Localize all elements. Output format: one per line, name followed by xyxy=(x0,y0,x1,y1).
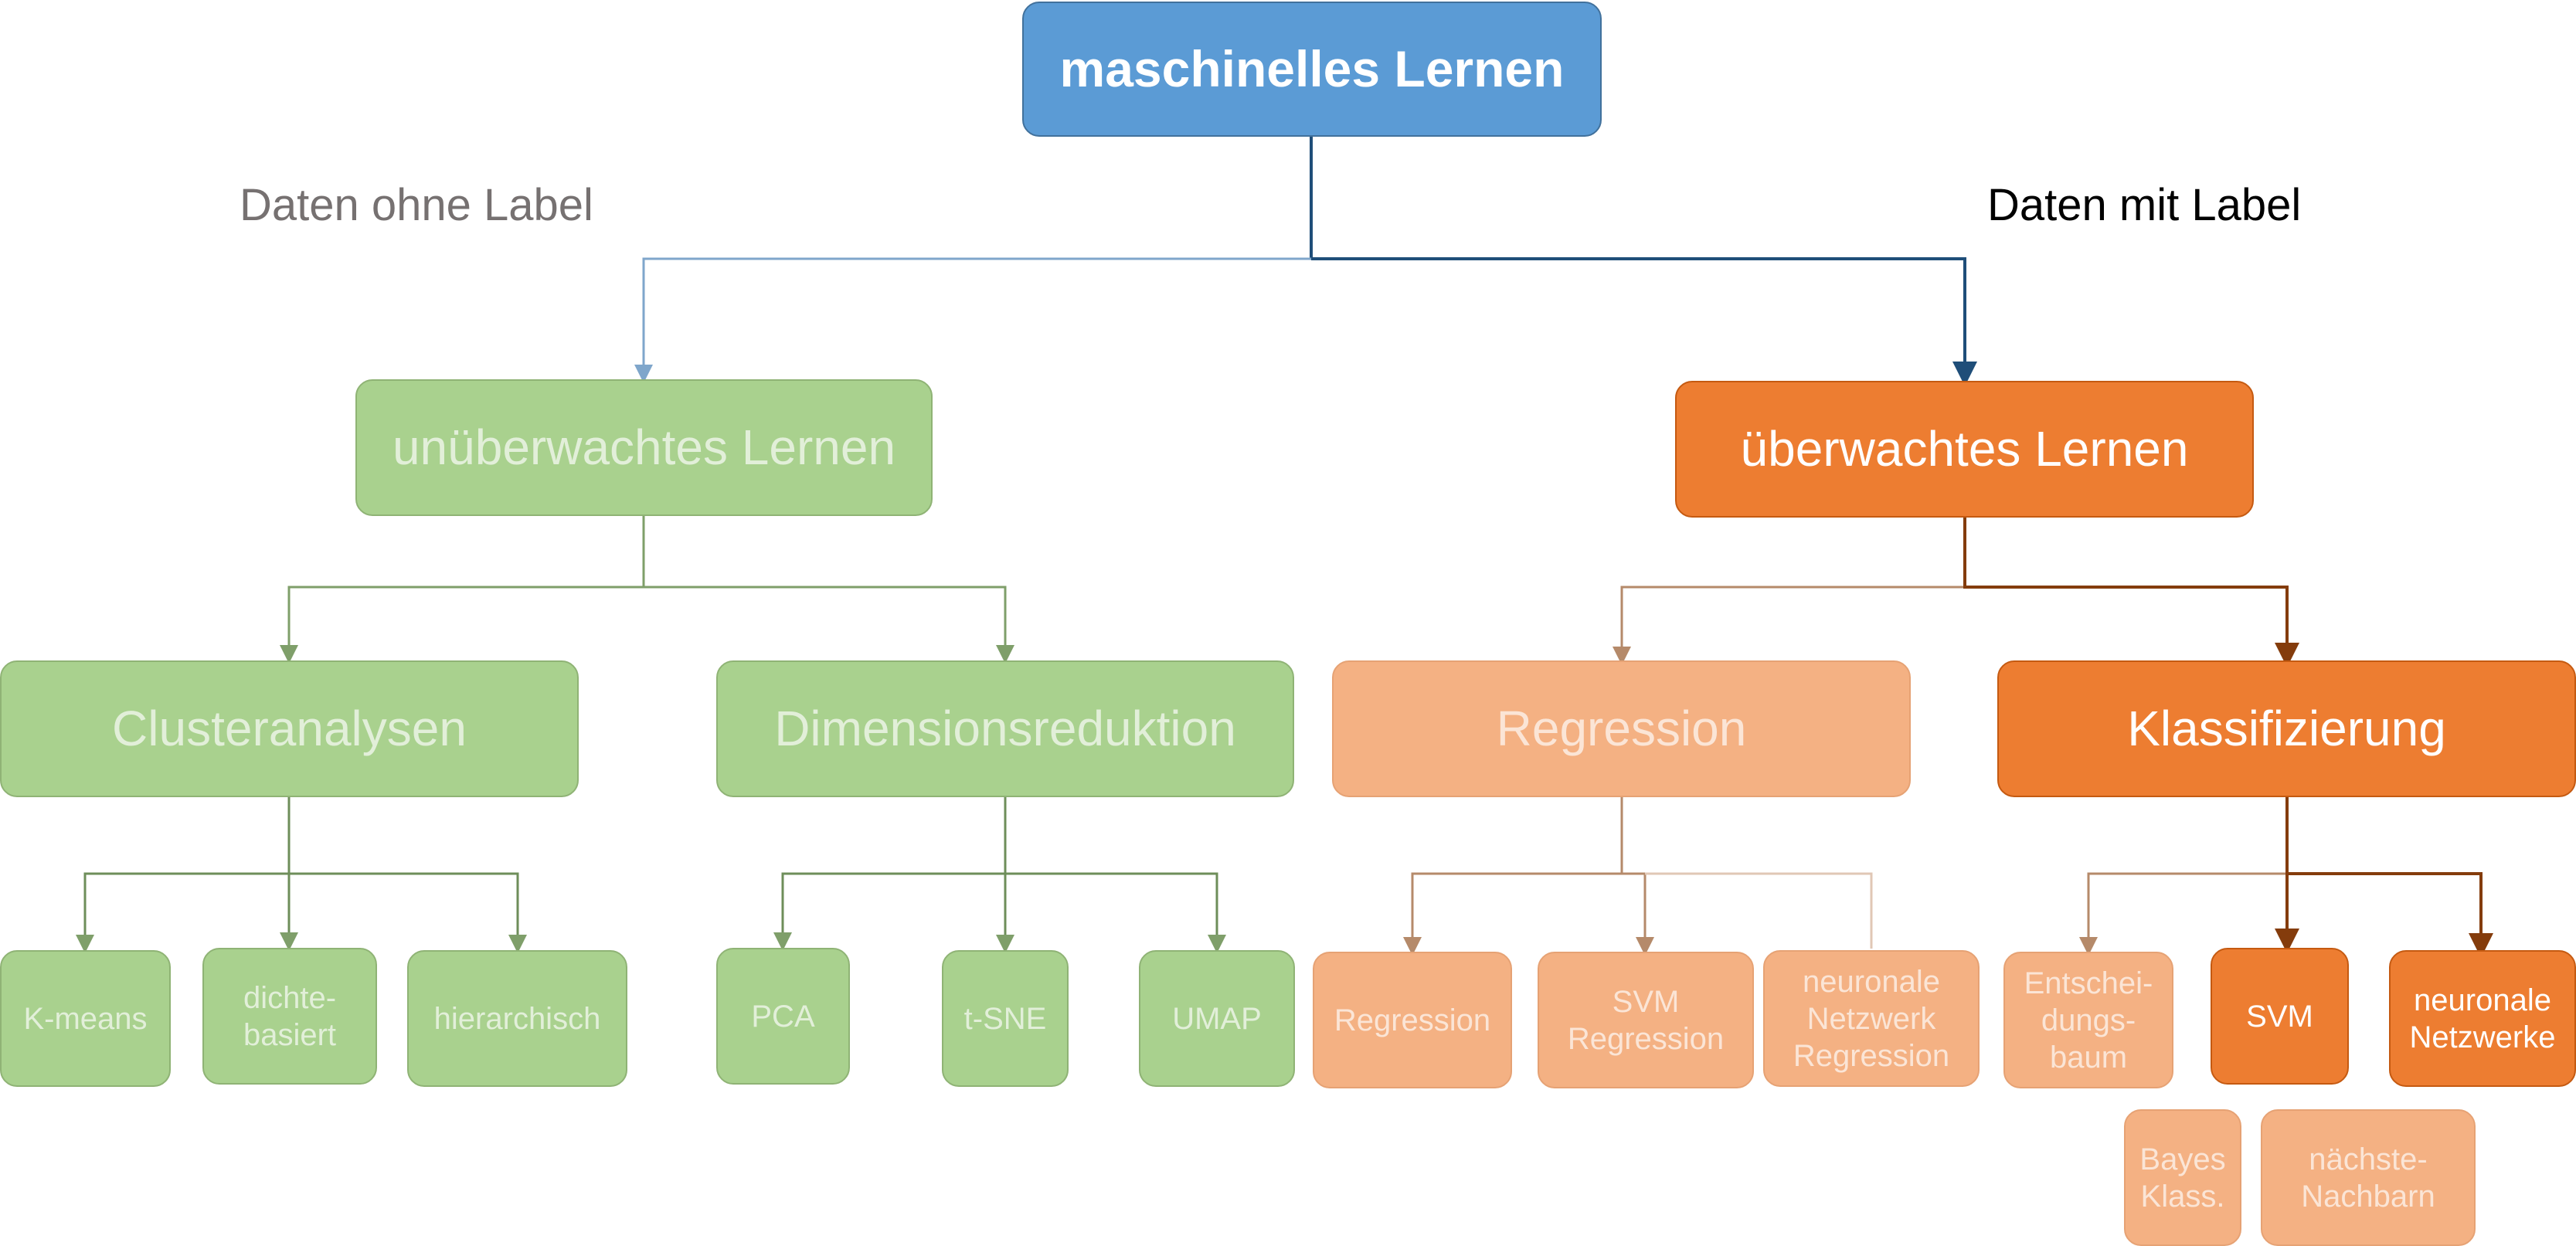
edge-dimred-umap xyxy=(1005,872,1226,953)
leaf-hierarchical[interactable]: hierarchisch xyxy=(407,950,627,1087)
leaf-nn-regression-label: neuronale Netzwerk Regression xyxy=(1793,964,1950,1073)
edge-label-unlabeled: Daten ohne Label xyxy=(240,180,593,230)
leaf-kmeans-label: K-means xyxy=(23,1001,148,1036)
edge-regression-nn xyxy=(1645,872,1873,949)
leaf-regression-label: Regression xyxy=(1334,1003,1491,1037)
leaf-svm-regression-label: SVM Regression xyxy=(1567,984,1725,1056)
node-unsupervised-learning[interactable]: unüberwachtes Lernen xyxy=(355,379,933,516)
leaf-tsne[interactable]: t-SNE xyxy=(942,950,1069,1087)
leaf-umap[interactable]: UMAP xyxy=(1139,950,1295,1087)
leaf-kmeans[interactable]: K-means xyxy=(0,950,171,1087)
leaf-regression[interactable]: Regression xyxy=(1313,952,1512,1088)
node-dimensionality-reduction[interactable]: Dimensionsreduktion xyxy=(716,660,1294,797)
edge-supervised-regression xyxy=(1613,518,1966,665)
edge-clustering-hierarchical xyxy=(289,872,527,953)
leaf-tsne-label: t-SNE xyxy=(963,1001,1047,1036)
node-clustering-label: Clusteranalysen xyxy=(112,701,467,757)
edge-label-labeled: Daten mit Label xyxy=(1987,180,2302,230)
edge-supervised-classification xyxy=(1963,518,2299,667)
leaf-svm-regression[interactable]: SVM Regression xyxy=(1538,952,1754,1088)
node-regression[interactable]: Regression xyxy=(1332,660,1911,797)
leaf-decision-tree-label: Entschei- dungs- baum xyxy=(2024,966,2153,1075)
node-dimreduction-label: Dimensionsreduktion xyxy=(774,701,1236,757)
leaf-neural-networks-label: neuronale Netzwerke xyxy=(2409,983,2556,1054)
node-regression-label: Regression xyxy=(1496,701,1747,757)
node-unsupervised-label: unüberwachtes Lernen xyxy=(392,419,896,476)
leaf-nearest-neighbors[interactable]: nächste- Nachbarn xyxy=(2261,1109,2476,1246)
edge-dimred-pca xyxy=(773,797,1007,951)
edge-regression-svm xyxy=(1622,872,1654,956)
leaf-svm-label: SVM xyxy=(2246,999,2313,1034)
leaf-bayes-label: Bayes Klass. xyxy=(2139,1142,2226,1214)
node-supervised-label: überwachtes Lernen xyxy=(1740,421,2189,477)
root-node-label: maschinelles Lernen xyxy=(1059,39,1565,97)
leaf-svm[interactable]: SVM xyxy=(2211,948,2349,1085)
node-classification[interactable]: Klassifizierung xyxy=(1997,660,2576,797)
leaf-density-label: dichte- basiert xyxy=(243,980,337,1052)
leaf-neural-networks[interactable]: neuronale Netzwerke xyxy=(2389,950,2576,1087)
node-classification-label: Klassifizierung xyxy=(2127,701,2446,757)
edge-classification-tree xyxy=(2079,797,2289,956)
leaf-nn-regression[interactable]: neuronale Netzwerk Regression xyxy=(1763,950,1980,1087)
edge-clustering-kmeans xyxy=(76,797,291,953)
leaf-density-based[interactable]: dichte- basiert xyxy=(202,948,377,1085)
leaf-hierarchical-label: hierarchisch xyxy=(433,1001,601,1036)
node-supervised-learning[interactable]: überwachtes Lernen xyxy=(1675,381,2254,518)
leaf-bayes-classifier[interactable]: Bayes Klass. xyxy=(2124,1109,2241,1246)
edge-unsupervised-dimreduction xyxy=(644,586,1014,664)
edge-root-unsupervised xyxy=(634,257,1311,383)
node-clustering[interactable]: Clusteranalysen xyxy=(0,660,579,797)
leaf-pca-label: PCA xyxy=(751,999,815,1034)
edge-root-supervised xyxy=(1311,257,1977,386)
edge-unsupervised-clustering xyxy=(280,516,645,664)
root-node-machine-learning[interactable]: maschinelles Lernen xyxy=(1022,2,1602,137)
edge-regression-leaf1 xyxy=(1403,797,1623,956)
leaf-nearest-neighbors-label: nächste- Nachbarn xyxy=(2301,1142,2435,1214)
edge-classification-nn xyxy=(2287,872,2493,958)
leaf-umap-label: UMAP xyxy=(1172,1001,1262,1036)
leaf-pca[interactable]: PCA xyxy=(716,948,850,1085)
leaf-decision-tree[interactable]: Entschei- dungs- baum xyxy=(2003,952,2173,1088)
